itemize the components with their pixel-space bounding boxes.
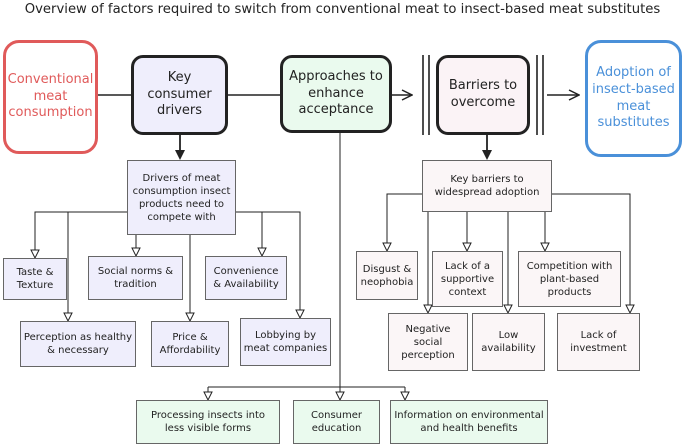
barrier-bars — [422, 55, 544, 135]
diagram-title: Overview of factors required to switch f… — [24, 2, 661, 17]
node-low-availability: Low availability — [472, 313, 545, 371]
node-perception-healthy: Perception as healthy & necessary — [20, 321, 136, 367]
node-price-affordability: Price & Affordability — [151, 321, 229, 367]
node-social-norms: Social norms & tradition — [88, 256, 183, 300]
node-key-barriers: Key barriers to widespread adoption — [422, 160, 552, 212]
node-conventional-meat: Conventional meat consumption — [3, 40, 98, 154]
barrier-branches — [387, 193, 630, 313]
node-barriers: Barriers to overcome — [436, 55, 530, 135]
node-disgust-neophobia: Disgust & neophobia — [356, 251, 418, 300]
node-approaches: Approaches to enhance acceptance — [280, 55, 392, 133]
node-adoption: Adoption of insect-based meat substitute… — [585, 40, 682, 157]
node-drivers-of-meat-consumption: Drivers of meat consumption insect produ… — [127, 160, 236, 235]
node-negative-social-perception: Negative social perception — [388, 313, 468, 371]
node-competition-plant-based: Competition with plant-based products — [518, 251, 621, 307]
node-convenience: Convenience & Availability — [205, 256, 287, 300]
node-information-benefits: Information on environmental and health … — [390, 400, 548, 444]
node-lack-investment: Lack of investment — [557, 313, 640, 371]
node-consumer-education: Consumer education — [293, 400, 380, 444]
node-lobbying: Lobbying by meat companies — [240, 318, 331, 366]
node-taste-texture: Taste & Texture — [3, 258, 67, 300]
approach-branches — [208, 133, 405, 400]
node-lack-supportive-context: Lack of a supportive context — [432, 251, 503, 307]
main-down-arrows — [175, 135, 492, 160]
node-processing-insects: Processing insects into less visible for… — [136, 400, 280, 444]
node-key-consumer-drivers: Key consumer drivers — [131, 55, 228, 135]
